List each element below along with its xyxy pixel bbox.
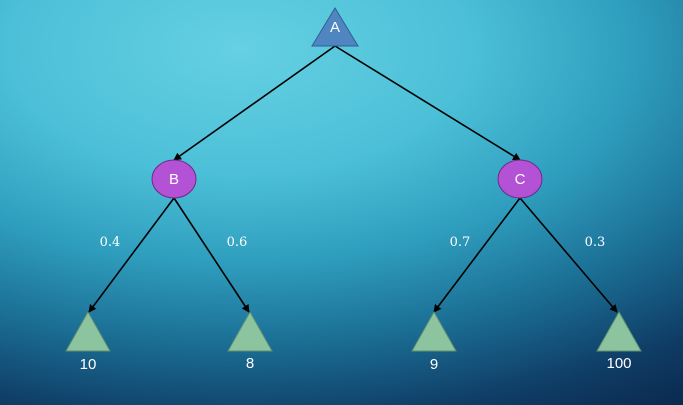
chance-node-c: C [497,159,543,199]
root-node-a: A [311,7,359,47]
chance-node-circle [151,159,197,199]
max-node-triangle [311,7,359,47]
leaf-triangle [596,310,642,352]
chance-node-b-label: B [169,171,179,188]
leaf-node-4: 100 [596,310,642,372]
chance-node-b: B [151,159,197,199]
edge-c-to-leaf-3 [433,197,521,313]
edge-c-to-leaf-4 [519,197,618,313]
leaf-value-label: 10 [80,356,97,373]
probability-label-c-right: 0.3 [585,235,606,250]
leaf-triangle [411,310,457,352]
leaf-node-2: 8 [227,310,273,372]
leaf-value-label: 100 [606,355,631,372]
probability-label-b-right: 0.6 [227,235,248,250]
chance-node-c-label: C [515,171,526,188]
probability-label-c-left: 0.7 [450,235,471,250]
leaf-node-1: 10 [65,310,111,373]
leaf-triangle [227,310,273,352]
leaf-value-label: 9 [430,356,438,373]
edge-a-to-b [173,45,336,161]
edge-b-to-leaf-1 [88,197,175,313]
probability-label-b-left: 0.4 [100,235,121,250]
chance-node-circle [497,159,543,199]
leaf-value-label: 8 [246,355,254,372]
leaf-triangle [65,310,111,352]
leaf-node-3: 9 [411,310,457,373]
root-node-label: A [330,19,340,36]
edge-a-to-c [334,45,521,161]
edge-b-to-leaf-2 [173,197,250,313]
